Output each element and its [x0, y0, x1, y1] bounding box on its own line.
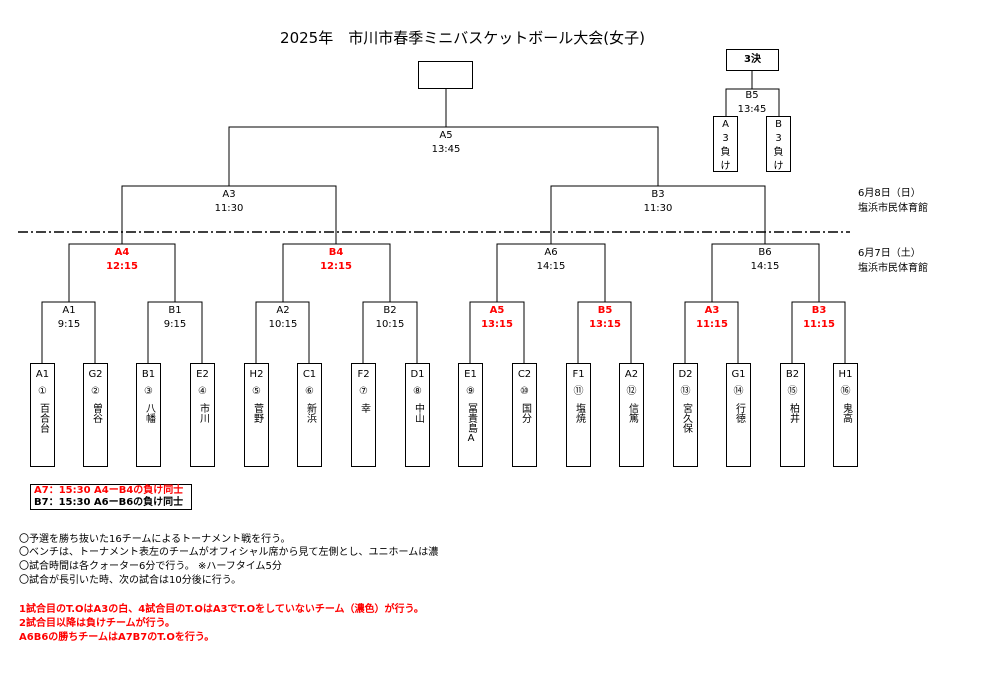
- day1-info: 6月7日（土）塩浜市民体育館: [858, 248, 928, 274]
- red-note-line: 2試合目以降は負けチームが行う。: [19, 618, 176, 629]
- page-title: 2025年 市川市春季ミニバスケットボール大会(女子): [280, 29, 645, 47]
- note-line: 〇試合が長引いた時、次の試合は10分後に行う。: [19, 575, 242, 586]
- note-line: 〇予選を勝ち抜いた16チームによるトーナメント戦を行う。: [19, 534, 291, 545]
- red-note-line: 1試合目のT.OはA3の白、4試合目のT.OはA3でT.Oをしていないチーム（濃…: [19, 604, 424, 615]
- note-line: 〇試合時間は各クォーター6分で行う。 ※ハーフタイム5分: [19, 561, 282, 572]
- day2-info: 6月8日（日）塩浜市民体育館: [858, 188, 928, 214]
- consolation-game-b7: B7：15:30 A6ーB6の負け同士: [34, 497, 184, 508]
- note-line: 〇ベンチは、トーナメント表左のチームがオフィシャル席から見て左側とし、ユニホーム…: [19, 547, 439, 558]
- consolation-game-a7: A7：15:30 A4ーB4の負け同士: [34, 485, 184, 496]
- consolation-games-box: A7：15:30 A4ーB4の負け同士 B7：15:30 A6ーB6の負け同士: [30, 484, 192, 510]
- red-note-line: A6B6の勝ちチームはA7B7のT.Oを行う。: [19, 632, 215, 643]
- champion-box: [418, 61, 473, 89]
- third-place-label: 3決: [726, 49, 779, 71]
